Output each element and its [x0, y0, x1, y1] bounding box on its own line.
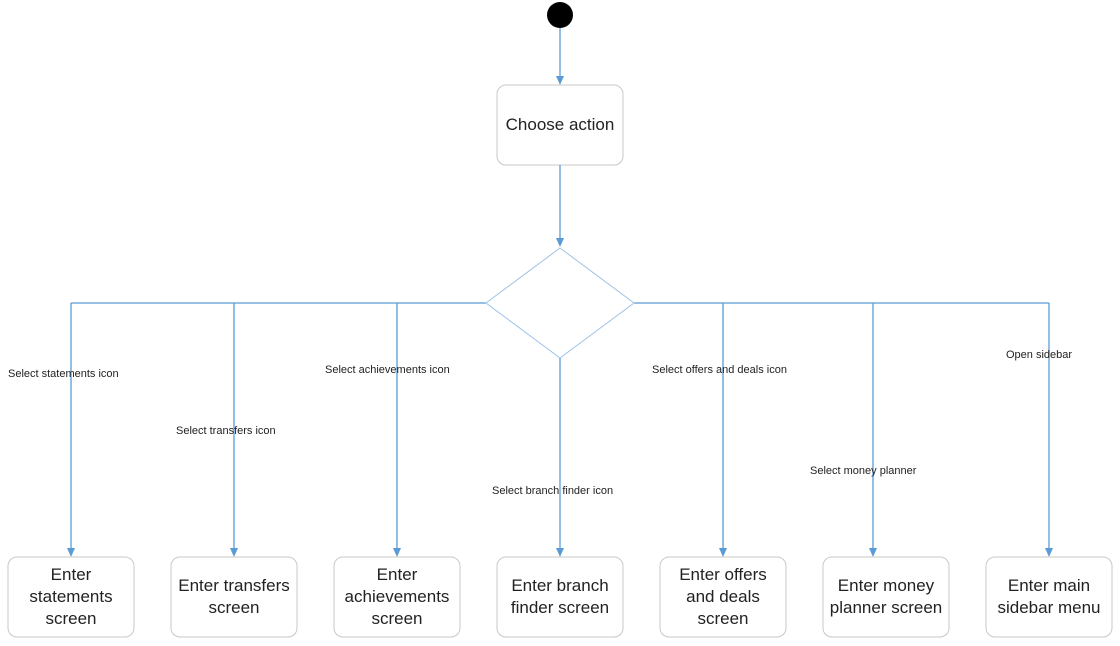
condition-label-branch-finder: Select branch finder icon: [492, 485, 613, 497]
connector-to-statements: [67, 303, 75, 557]
target-label-branch-finder: Enter branch finder screen: [510, 576, 610, 617]
condition-label-main-sidebar: Open sidebar: [1006, 349, 1072, 361]
condition-label-money-planner: Select money planner: [810, 465, 917, 477]
start-node: [547, 2, 573, 28]
target-box-money-planner: [822, 556, 950, 638]
branch-connectors: [67, 303, 1053, 557]
target-box-statements: [7, 556, 135, 638]
condition-label-achievements: Select achievements icon: [325, 364, 450, 376]
connector-to-main-sidebar: [1045, 303, 1053, 557]
connector-choose-action-to-decision: [556, 165, 564, 247]
connector-to-money-planner: [869, 303, 877, 557]
condition-label-transfers: Select transfers icon: [176, 425, 276, 437]
target-label-offers-and-deals: Enter offers and deals screen: [679, 565, 767, 628]
connector-start-to-choose-action: [556, 28, 564, 85]
condition-label-statements: Select statements icon: [8, 368, 119, 380]
target-label-transfers: Enter transfers screen: [178, 576, 290, 617]
target-box-transfers: [170, 556, 298, 638]
connector-to-branch-finder: [556, 358, 564, 557]
decision-diamond: [485, 247, 635, 359]
target-box-offers-and-deals: [659, 556, 787, 638]
target-box-main-sidebar: [985, 556, 1113, 638]
target-box-branch-finder: [496, 556, 624, 638]
choose-action-label: Choose action: [505, 115, 615, 134]
target-label-statements: Enter statements screen: [29, 565, 113, 628]
connector-to-achievements: [393, 303, 401, 557]
connector-to-transfers: [230, 303, 238, 557]
target-label-main-sidebar: Enter main sidebar menu: [997, 576, 1101, 617]
target-label-money-planner: Enter money planner screen: [829, 576, 943, 617]
connector-to-offers-and-deals: [719, 303, 727, 557]
target-boxes: [7, 556, 1113, 638]
target-box-achievements: [333, 556, 461, 638]
condition-label-offers-and-deals: Select offers and deals icon: [652, 364, 787, 376]
target-label-achievements: Enter achievements screen: [344, 565, 450, 628]
